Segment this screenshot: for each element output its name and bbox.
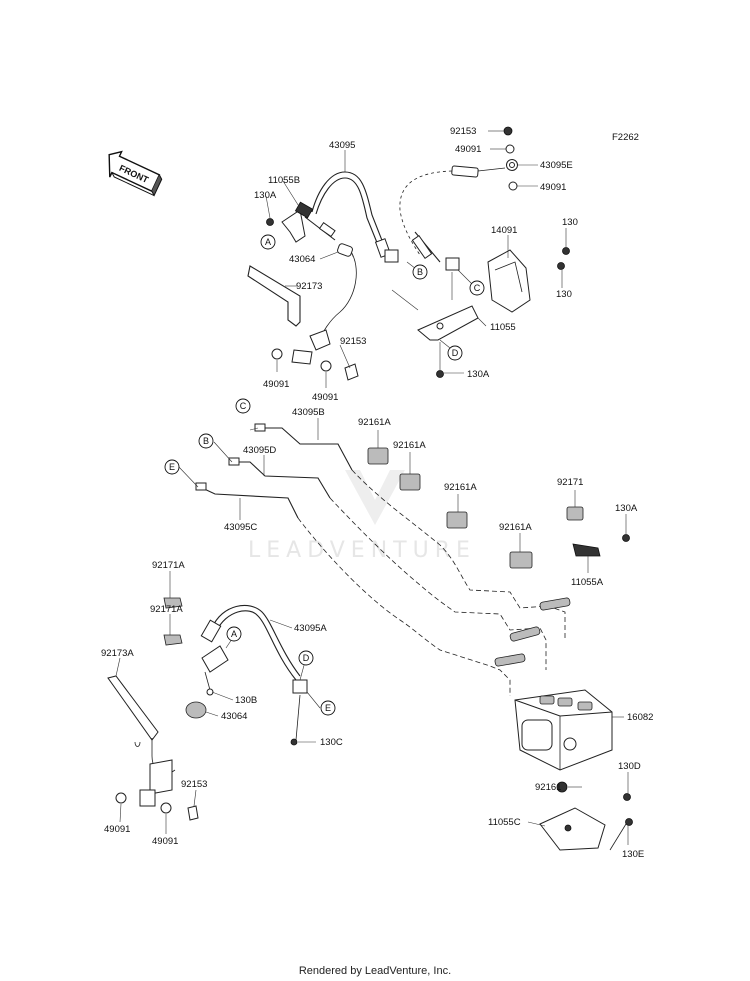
label-130A: 130A — [615, 503, 638, 514]
label-43095D: 43095D — [243, 445, 276, 456]
part-labels: 92153 49091 43095E 49091 43095 11055B 13… — [101, 126, 653, 860]
label-43064: 43064 — [221, 711, 247, 722]
callout-D: D — [298, 650, 314, 666]
label-92171A: 92171A — [152, 560, 185, 571]
brake-hose-43095E — [384, 126, 518, 271]
label-49091: 49091 — [455, 144, 481, 155]
watermark: LEADVENTURE — [248, 470, 476, 563]
svg-text:C: C — [474, 283, 481, 293]
bracket-11055C — [539, 793, 633, 851]
svg-text:B: B — [203, 436, 209, 446]
front-arrow-icon: FRONT — [108, 150, 163, 197]
label-92153: 92153 — [450, 126, 476, 137]
label-14091: 14091 — [491, 225, 517, 236]
label-92161: 92161 — [535, 782, 561, 793]
label-11055B: 11055B — [268, 175, 300, 186]
label-92153: 92153 — [340, 336, 366, 347]
footer-credit: Rendered by LeadVenture, Inc. — [299, 965, 451, 977]
bracket-11055B — [266, 201, 314, 243]
label-92173A: 92173A — [101, 648, 134, 659]
label-11055A: 11055A — [571, 577, 604, 588]
label-92161A: 92161A — [358, 417, 391, 428]
bracket-92173 — [247, 243, 359, 381]
svg-text:A: A — [231, 629, 237, 639]
abs-unit-16082 — [514, 689, 613, 793]
label-49091: 49091 — [312, 392, 338, 403]
label-16082: 16082 — [627, 712, 653, 723]
svg-text:C: C — [240, 401, 247, 411]
label-130A: 130A — [467, 369, 490, 380]
clamp-92171A — [163, 597, 183, 646]
callout-A: A — [226, 626, 242, 642]
label-130: 130 — [562, 217, 578, 228]
label-43095A: 43095A — [294, 623, 327, 634]
label-43095E: 43095E — [540, 160, 573, 171]
svg-text:D: D — [303, 653, 310, 663]
label-130E: 130E — [622, 849, 644, 860]
label-130A: 130A — [254, 190, 277, 201]
callout-C: C — [235, 398, 251, 414]
guard-14091 — [487, 247, 570, 313]
callout-C: C — [469, 280, 485, 296]
label-43064: 43064 — [289, 254, 315, 265]
label-92173: 92173 — [296, 281, 322, 292]
clamp-92171 — [566, 506, 630, 557]
callout-D: D — [447, 345, 463, 361]
svg-text:A: A — [265, 237, 271, 247]
label-92171A: 92171A — [150, 604, 183, 615]
callout-E: E — [164, 459, 180, 475]
label-130B: 130B — [235, 695, 257, 706]
leader-lines — [115, 130, 629, 845]
label-11055C: 11055C — [488, 817, 521, 828]
label-43095: 43095 — [329, 140, 355, 151]
label-49091: 49091 — [152, 836, 178, 847]
label-11055: 11055 — [490, 322, 516, 333]
label-130: 130 — [556, 289, 572, 300]
label-92161A: 92161A — [499, 522, 532, 533]
callout-A: A — [260, 234, 276, 250]
label-130D: 130D — [618, 761, 641, 772]
label-92161A: 92161A — [393, 440, 426, 451]
label-92153: 92153 — [181, 779, 207, 790]
callouts: A B C D C B E A D E — [164, 234, 485, 716]
label-43095C: 43095C — [224, 522, 257, 533]
label-43095B: 43095B — [292, 407, 325, 418]
figure-code: F2262 — [612, 132, 639, 143]
svg-text:D: D — [452, 348, 459, 358]
brake-hose-43095 — [304, 171, 392, 258]
callout-E: E — [320, 700, 336, 716]
svg-text:B: B — [417, 267, 423, 277]
callout-B: B — [412, 264, 428, 280]
svg-text:E: E — [169, 462, 175, 472]
brake-hose-43095A — [185, 604, 308, 746]
label-49091: 49091 — [104, 824, 130, 835]
label-130C: 130C — [320, 737, 343, 748]
bracket-11055 — [417, 305, 479, 378]
svg-text:E: E — [325, 703, 331, 713]
callout-B: B — [198, 433, 214, 449]
brake-pipes — [195, 423, 571, 696]
label-49091: 49091 — [263, 379, 289, 390]
label-92171: 92171 — [557, 477, 583, 488]
label-49091: 49091 — [540, 182, 566, 193]
label-92161A: 92161A — [444, 482, 477, 493]
clamp-92161A — [367, 447, 533, 569]
bracket-92173A — [107, 675, 199, 821]
watermark-text: LEADVENTURE — [248, 538, 476, 563]
